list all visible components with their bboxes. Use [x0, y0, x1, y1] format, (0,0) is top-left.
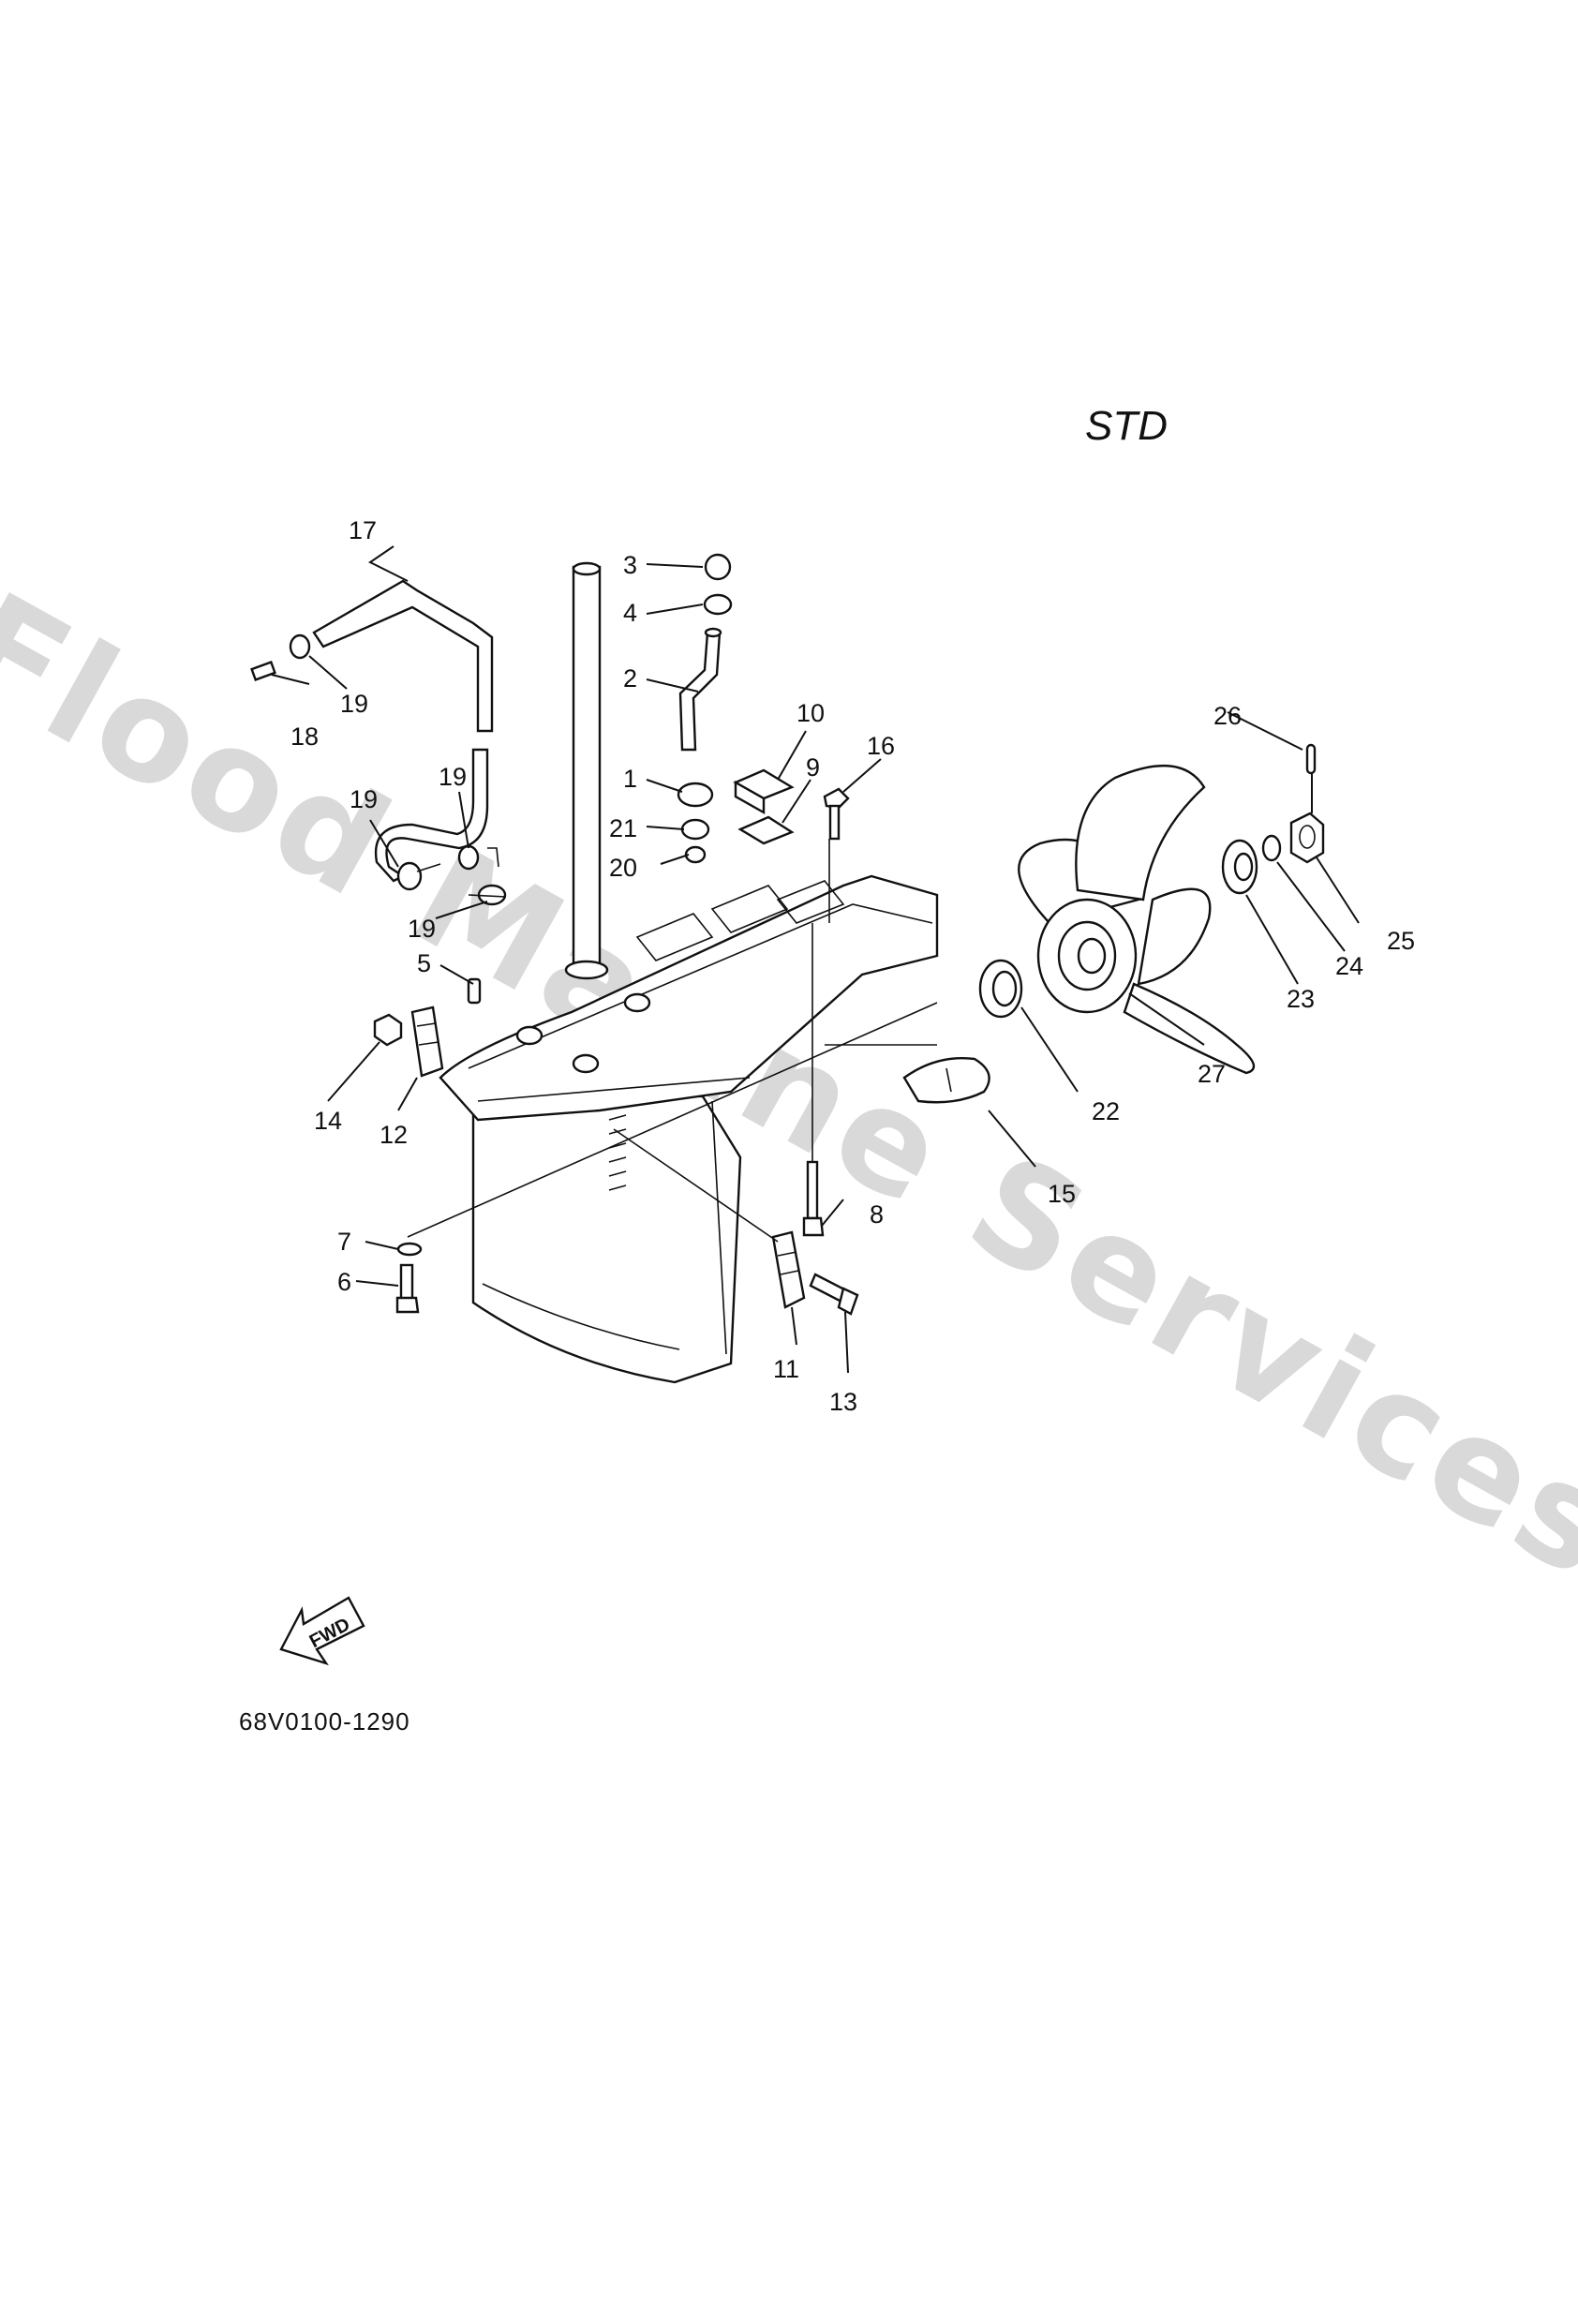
callout-19-c: 19: [439, 763, 467, 791]
callout-10: 10: [796, 699, 825, 727]
leader-lines: [271, 545, 1360, 1374]
callout-24: 24: [1335, 952, 1363, 980]
callout-5: 5: [417, 949, 431, 977]
bolt-part: [250, 661, 859, 1316]
callout-7: 7: [337, 1228, 351, 1256]
hose-clip-part: [289, 633, 507, 906]
callout-15: 15: [1048, 1180, 1076, 1208]
callout-19-b: 19: [350, 785, 378, 813]
callout-12: 12: [380, 1121, 408, 1149]
callout-17: 17: [349, 516, 377, 544]
callout-6: 6: [337, 1268, 351, 1296]
callout-13: 13: [829, 1388, 857, 1416]
nut-part: [1289, 812, 1325, 864]
callout-1: 1: [623, 765, 637, 793]
callout-18: 18: [290, 723, 319, 751]
callout-19-a: 19: [340, 690, 368, 718]
washer-part-7: [396, 1242, 423, 1257]
water-tube-part: [678, 627, 722, 752]
callout-16: 16: [867, 732, 895, 760]
callout-8: 8: [870, 1200, 884, 1229]
thrust-washer-part: [1221, 839, 1258, 895]
propeller-part: [1018, 764, 1256, 1075]
fwd-arrow-icon: FWD: [279, 1596, 365, 1666]
callout-26: 26: [1213, 702, 1242, 730]
damper-part: [733, 768, 795, 845]
drawing-code: 68V0100-1290: [239, 1707, 410, 1736]
callout-22: 22: [1092, 1097, 1120, 1125]
callout-labels: 1 2 3 4 5 6 7 8 9 10 11 12 13 14 15 16 1…: [290, 516, 1415, 1416]
callout-21: 21: [609, 814, 637, 842]
nut-part-14: [373, 1013, 403, 1047]
grommet-part: [677, 553, 733, 864]
callout-19-d: 19: [408, 915, 436, 943]
callout-27: 27: [1198, 1060, 1226, 1088]
callout-20: 20: [609, 854, 637, 882]
callout-14: 14: [314, 1107, 342, 1135]
callout-2: 2: [623, 664, 637, 693]
cotter-pin-part: [1305, 743, 1317, 775]
washer-part: [1261, 834, 1282, 862]
callout-3: 3: [623, 551, 637, 579]
callout-4: 4: [623, 599, 637, 627]
spacer-part: [978, 959, 1023, 1019]
trim-tab-part: [902, 1057, 990, 1104]
callout-11: 11: [773, 1355, 799, 1383]
callout-25: 25: [1387, 927, 1415, 955]
callout-9: 9: [806, 753, 820, 782]
variant-label: STD: [1085, 403, 1168, 449]
callout-23: 23: [1287, 985, 1315, 1013]
hose-part: [312, 579, 499, 883]
anode-part: [410, 1006, 806, 1309]
